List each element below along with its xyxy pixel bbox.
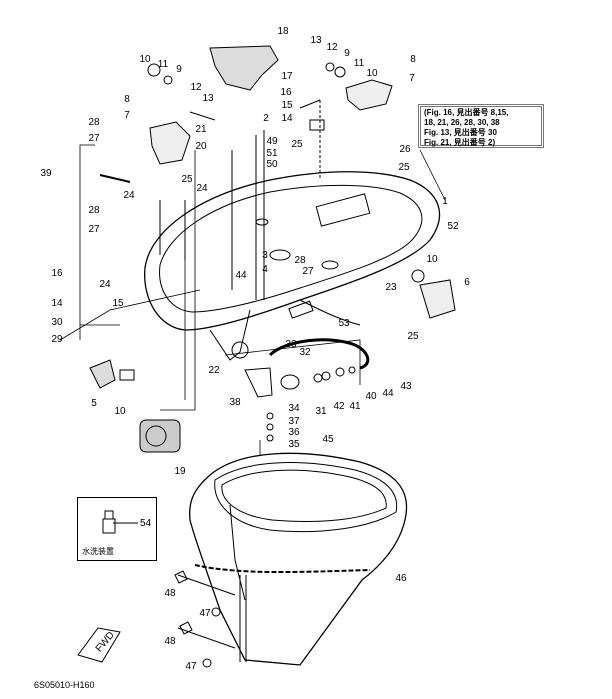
callout-number: 19 — [174, 466, 186, 477]
callout-number: 49 — [266, 136, 278, 147]
callout-number: 4 — [262, 264, 268, 275]
callout-number: 28 — [294, 255, 306, 266]
callout-number: 16 — [51, 268, 63, 279]
callout-number: 45 — [322, 434, 334, 445]
callout-number: 8 — [124, 94, 130, 105]
callout-number: 38 — [229, 397, 241, 408]
callout-number: 32 — [299, 347, 311, 358]
callout-number: 36 — [288, 427, 300, 438]
callout-number: 24 — [99, 279, 111, 290]
callout-number: 47 — [185, 661, 197, 672]
callout-number: 25 — [181, 174, 193, 185]
callout-number: 13 — [310, 35, 322, 46]
callout-number: 12 — [190, 82, 202, 93]
callout-number: 9 — [176, 64, 182, 75]
callout-number: 29 — [51, 334, 63, 345]
bottom-cowl-lower — [174, 452, 408, 668]
reference-note: (Fig. 16, 見出番号 8,15, 18, 21, 26, 28, 30,… — [418, 104, 544, 148]
callout-number: 20 — [195, 141, 207, 152]
callout-number: 1 — [442, 196, 448, 207]
callout-number: 48 — [164, 588, 176, 599]
callout-number: 6 — [464, 277, 470, 288]
callout-number: 3 — [262, 250, 268, 261]
callout-number: 39 — [40, 168, 52, 179]
hinge-brackets — [147, 45, 393, 165]
callout-number: 10 — [114, 406, 126, 417]
callout-number: 47 — [199, 608, 211, 619]
callout-number: 46 — [395, 573, 407, 584]
callout-number: 28 — [88, 117, 100, 128]
callout-number: 44 — [235, 270, 247, 281]
callout-number: 21 — [195, 124, 207, 135]
bottom-cowl-upper — [144, 171, 441, 361]
callout-number: 22 — [208, 365, 220, 376]
callout-number: 33 — [285, 339, 297, 350]
reference-note-line: Fig. 13, 見出番号 30 — [424, 128, 497, 137]
callout-number: 23 — [385, 282, 397, 293]
callout-number: 27 — [88, 224, 100, 235]
reference-note-line: Fig. 21, 見出番号 2) — [424, 138, 496, 147]
callout-number: 25 — [407, 331, 419, 342]
callout-number: 14 — [281, 113, 293, 124]
inset-callout-number: 54 — [140, 518, 152, 529]
reference-note-line: 18, 21, 26, 28, 30, 38 — [424, 118, 500, 127]
callout-number: 50 — [266, 159, 278, 170]
callout-number: 41 — [349, 401, 361, 412]
callout-number: 27 — [88, 133, 100, 144]
callout-number: 10 — [139, 54, 151, 65]
callout-number: 43 — [400, 381, 412, 392]
water-hose — [89, 269, 456, 453]
callout-number: 11 — [158, 59, 169, 70]
wash-device-label: 水洗装置 — [82, 547, 114, 556]
wash-device-inset: 54 水洗装置 — [77, 497, 157, 561]
callout-number: 11 — [354, 58, 365, 69]
callout-number: 42 — [333, 401, 345, 412]
callout-number: 10 — [426, 254, 438, 265]
callout-number: 27 — [302, 266, 314, 277]
wash-fitting-icon — [102, 510, 138, 534]
callout-number: 17 — [281, 71, 293, 82]
callout-number: 8 — [410, 54, 416, 65]
reference-note-line: (Fig. 16, 見出番号 8,15, — [424, 108, 509, 117]
fwd-arrow-icon — [77, 627, 121, 663]
callout-number: 26 — [399, 144, 411, 155]
callout-number: 25 — [291, 139, 303, 150]
callout-number: 24 — [196, 183, 208, 194]
callout-number: 15 — [281, 100, 293, 111]
callout-number: 10 — [366, 68, 378, 79]
callout-number: 9 — [344, 48, 350, 59]
callout-number: 34 — [288, 403, 300, 414]
callout-number: 48 — [164, 636, 176, 647]
callout-number: 53 — [338, 318, 350, 329]
callout-number: 24 — [123, 190, 135, 201]
callout-number: 5 — [91, 398, 97, 409]
callout-number: 12 — [326, 42, 338, 53]
callout-number: 44 — [382, 388, 394, 399]
callout-number: 15 — [112, 298, 124, 309]
callout-number: 18 — [277, 26, 289, 37]
callout-number: 2 — [263, 113, 269, 124]
callout-number: 13 — [202, 93, 214, 104]
leader-lines — [59, 144, 446, 490]
callout-number: 52 — [447, 221, 459, 232]
callout-number: 31 — [315, 406, 327, 417]
callout-number: 30 — [51, 317, 63, 328]
callout-number: 40 — [365, 391, 377, 402]
callout-number: 28 — [88, 205, 100, 216]
callout-number: 35 — [288, 439, 300, 450]
drawing-code: 6S05010-H160 — [34, 680, 95, 690]
callout-number: 51 — [266, 148, 278, 159]
callout-number: 37 — [288, 416, 300, 427]
callout-number: 25 — [398, 162, 410, 173]
callout-number: 16 — [280, 87, 292, 98]
callout-number: 7 — [124, 110, 130, 121]
callout-number: 7 — [409, 73, 415, 84]
callout-number: 14 — [51, 298, 63, 309]
